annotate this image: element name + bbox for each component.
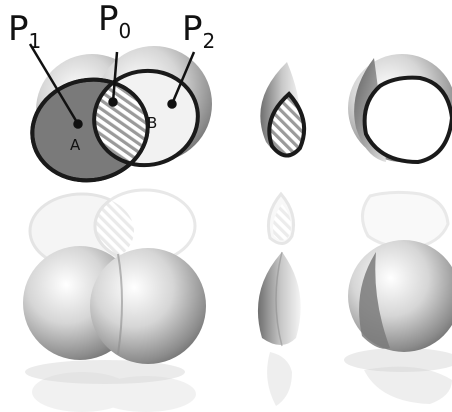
double-bubble-whole	[23, 246, 206, 384]
label-p0: P0	[98, 0, 131, 43]
label-p1: P1	[8, 9, 41, 53]
label-region-b: B	[147, 114, 157, 132]
single-bubble-reflection	[362, 192, 448, 248]
lens-whole	[258, 252, 301, 346]
lens-cut	[260, 62, 304, 156]
double-bubble-cut	[23, 46, 212, 191]
lens-reflection	[268, 194, 293, 244]
single-bubble-cut	[348, 54, 452, 162]
single-bubble-whole	[344, 240, 452, 372]
label-p2: P2	[182, 9, 215, 53]
label-region-a: A	[70, 136, 81, 154]
single-bubble-face	[365, 78, 452, 162]
